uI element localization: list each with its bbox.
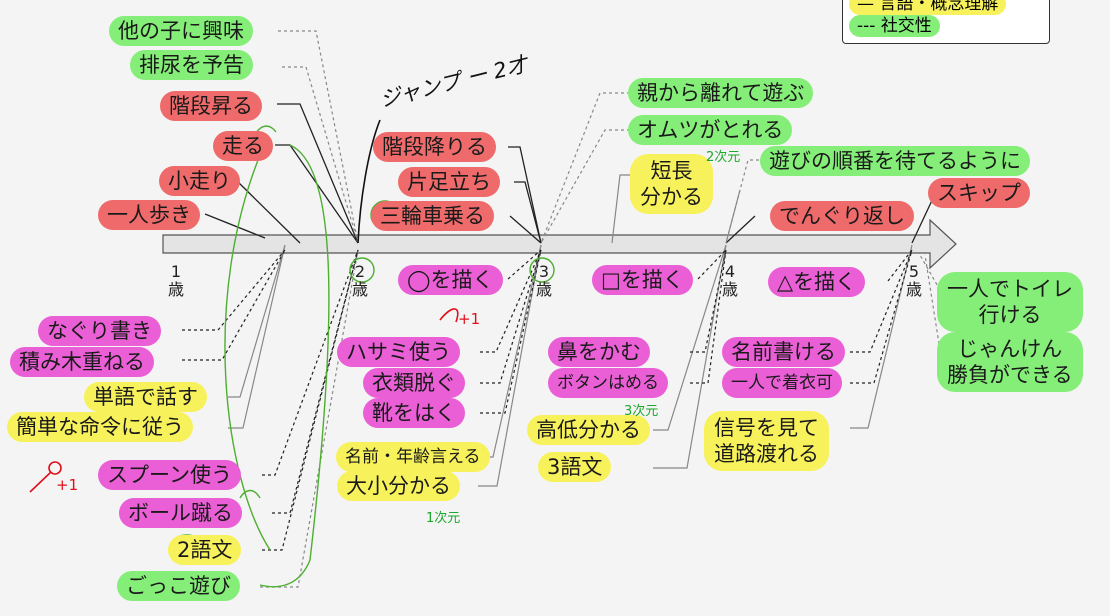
note-dim3: 3次元	[624, 404, 659, 419]
milestone-tricycle: 三輪車乗る	[371, 201, 494, 231]
milestone-two-word: 2語文	[168, 535, 242, 565]
timeline-arrow	[162, 218, 957, 270]
milestone-big-small: 大小分かる	[337, 471, 460, 501]
milestone-scribble: なぐり書き	[38, 316, 161, 346]
note-plus1-spoon: +1	[56, 476, 79, 494]
milestone-name-age: 名前・年齢言える	[336, 442, 490, 472]
milestone-draw-triangle: △を描く	[768, 267, 866, 297]
milestone-other-children: 他の子に興味	[109, 16, 253, 46]
milestone-use-spoon: スプーン使う	[98, 460, 241, 490]
milestone-trot: 小走り	[159, 166, 240, 196]
milestone-announce-toilet: 排尿を予告	[130, 50, 253, 80]
note-dim1: 1次元	[426, 511, 461, 526]
milestone-speak-words: 単語で話す	[84, 382, 207, 412]
milestone-high-low: 高低分かる	[527, 415, 650, 445]
milestone-kick-ball: ボール蹴る	[119, 498, 242, 528]
note-plus1-scissors: +1	[458, 310, 481, 328]
milestone-diaper-off: オムツがとれる	[628, 115, 793, 145]
milestone-pretend-play: ごっこ遊び	[117, 571, 240, 601]
milestone-run: 走る	[213, 131, 273, 161]
milestone-walk-alone: 一人歩き	[98, 200, 200, 230]
milestone-buttons: ボタンはめる	[548, 368, 668, 398]
legend: — 言語・概念理解 --- 社交性	[842, 0, 1050, 44]
milestone-play-apart: 親から離れて遊ぶ	[628, 78, 814, 108]
milestone-dress-alone: 一人で着衣可	[722, 368, 842, 398]
milestone-write-name: 名前書ける	[722, 337, 845, 367]
milestone-wait-turn: 遊びの順番を待てるように	[760, 146, 1030, 176]
milestone-shoes: 靴をはく	[363, 398, 465, 428]
milestone-three-word: 3語文	[538, 452, 612, 482]
milestone-blow-nose: 鼻をかむ	[548, 337, 650, 367]
milestone-simple-commands: 簡単な命令に従う	[7, 412, 193, 442]
milestone-climb-stairs: 階段昇る	[160, 91, 262, 121]
milestone-stack-blocks: 積み木重ねる	[10, 347, 154, 377]
milestone-descend-stairs: 階段降りる	[373, 132, 496, 162]
milestone-traffic-light: 信号を見て 道路渡れる	[704, 411, 829, 471]
milestone-scissors: ハサミ使う	[337, 337, 460, 367]
legend-item-social: --- 社交性	[849, 15, 940, 37]
milestone-janken: じゃんけん 勝負ができる	[937, 332, 1083, 392]
milestone-one-leg: 片足立ち	[398, 167, 500, 197]
milestone-toilet-alone: 一人でトイレ 行ける	[937, 272, 1083, 332]
milestone-draw-square: □を描く	[592, 265, 693, 295]
note-dim2: 2次元	[706, 150, 741, 165]
milestone-somersault: でんぐり返し	[770, 201, 914, 231]
milestone-undress: 衣類脱ぐ	[363, 368, 465, 398]
milestone-draw-circle: ◯を描く	[398, 265, 503, 295]
milestone-long-short: 短長 分かる	[630, 154, 713, 214]
milestone-skip: スキップ	[928, 178, 1030, 208]
legend-item-language: — 言語・概念理解	[849, 0, 1007, 15]
